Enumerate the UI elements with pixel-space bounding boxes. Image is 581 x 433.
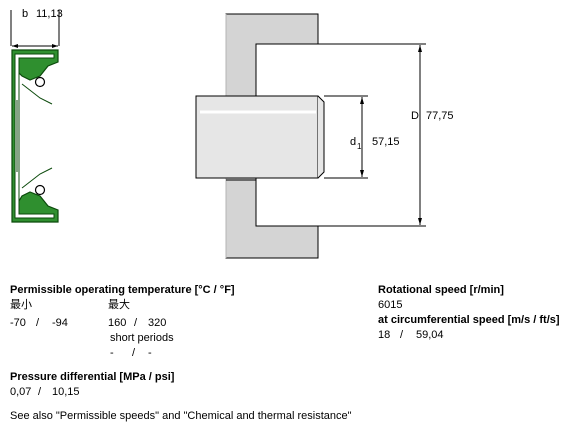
temperature-max-c: 160 — [108, 317, 127, 329]
seal-lower-lip — [21, 167, 53, 189]
temperature-max-f: 320 — [148, 317, 167, 329]
seal-width-value: 11,13 — [36, 8, 63, 20]
technical-drawing: b 11,13 D 77,75 — [10, 8, 454, 259]
shaft-chamfer — [317, 95, 325, 179]
d-outer-arrow-top — [418, 45, 422, 52]
seal-width-arrow-right — [52, 44, 58, 48]
temperature-short-periods: short periods — [110, 332, 174, 344]
temperature-max-header: 最大 — [108, 299, 130, 311]
seal-upper-lip — [21, 83, 53, 105]
shaft — [195, 95, 319, 179]
pressure-mpa: 0,07 — [10, 386, 32, 398]
speed-title: Rotational speed [r/min] — [378, 284, 504, 296]
circumferential-speed-sep: / — [400, 329, 404, 341]
lower-garter-spring — [34, 184, 46, 196]
temperature-sp-c: - — [110, 347, 114, 359]
temperature-title: Permissible operating temperature [°C / … — [10, 284, 235, 296]
speed-value: 6015 — [378, 299, 403, 311]
temperature-sp-sep: / — [132, 347, 136, 359]
d1-label: d — [350, 136, 356, 148]
pressure-sep: / — [38, 386, 42, 398]
seal-metal-insert — [14, 53, 55, 219]
d1-subscript: 1 — [357, 142, 362, 151]
circumferential-speed-fts: 59,04 — [416, 329, 444, 341]
temperature-max-sep: / — [134, 317, 138, 329]
pressure-title: Pressure differential [MPa / psi] — [10, 371, 175, 383]
temperature-min-sep: / — [36, 317, 40, 329]
temperature-sp-f: - — [148, 347, 152, 359]
d-outer-arrow-bottom — [418, 218, 422, 225]
seal-cross-section: b 11,13 — [10, 8, 63, 223]
circumferential-speed-title: at circumferential speed [m/s / ft/s] — [378, 314, 560, 326]
temperature-min-c: -70 — [10, 317, 26, 329]
d1-value: 57,15 — [372, 136, 400, 148]
pressure-psi: 10,15 — [52, 386, 80, 398]
temperature-min-f: -94 — [52, 317, 68, 329]
housing-drawing: D 77,75 d 1 57,15 — [195, 13, 454, 259]
d1-arrow-bottom — [360, 170, 364, 177]
d-outer-label: D — [411, 110, 419, 122]
upper-garter-spring — [34, 76, 46, 88]
d1-arrow-top — [360, 97, 364, 104]
temperature-min-header: 最小 — [10, 299, 32, 311]
seal-width-label: b — [22, 8, 28, 20]
d-outer-value: 77,75 — [426, 110, 454, 122]
circumferential-speed-ms: 18 — [378, 329, 391, 341]
see-also-note: See also "Permissible speeds" and "Chemi… — [10, 410, 352, 422]
housing-body — [225, 13, 319, 259]
seal-width-arrow-left — [12, 44, 18, 48]
